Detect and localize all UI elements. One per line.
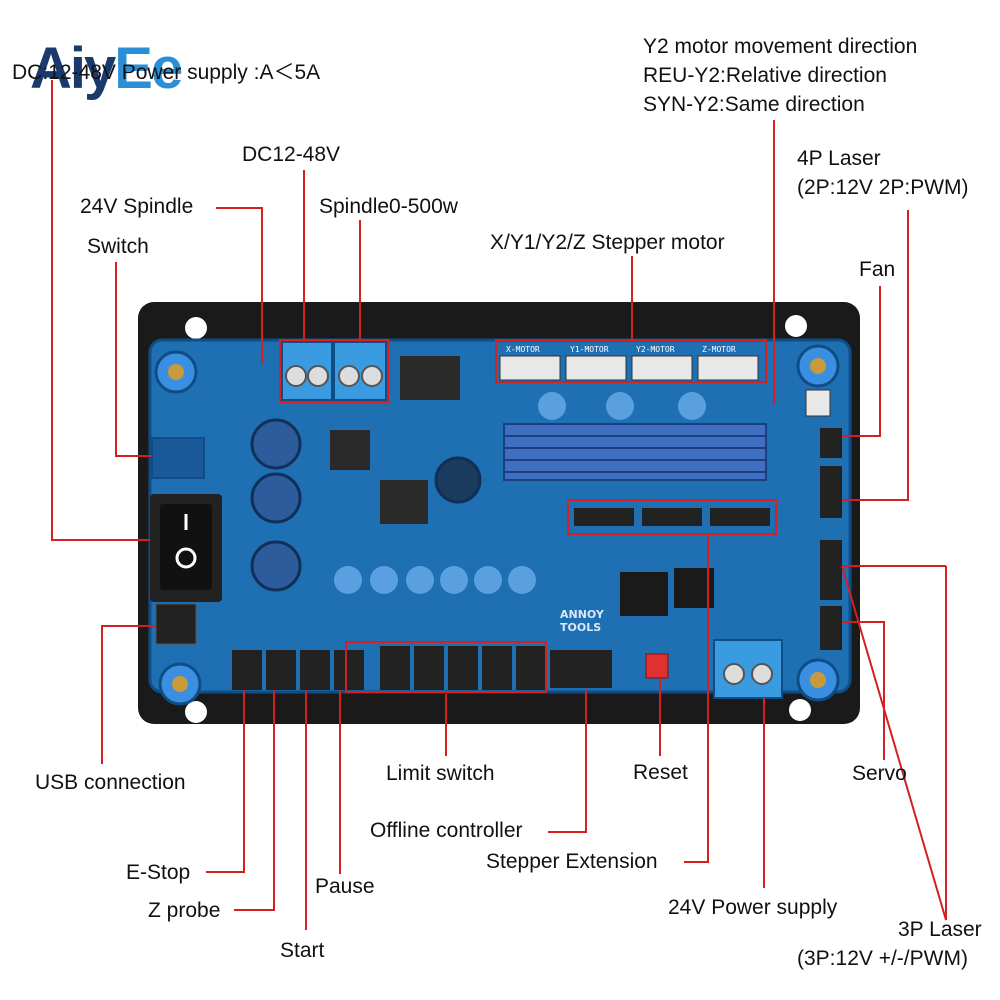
label-pause: Pause: [315, 875, 375, 898]
reset-button: [645, 653, 669, 679]
label-z-probe: Z probe: [148, 899, 221, 922]
mcu-chip: [620, 572, 668, 616]
label-limit-switch: Limit switch: [386, 762, 495, 785]
standoffs: [154, 344, 840, 706]
spindle-switch-block: [151, 437, 205, 479]
bottom-headers: [232, 641, 612, 693]
label-y2-line3: SYN-Y2:Same direction: [643, 93, 865, 116]
brand-logo: AiyEe: [30, 40, 183, 98]
regulator: [380, 480, 428, 524]
label-e-stop: E-Stop: [126, 861, 191, 884]
label-dc12-48v: DC12-48V: [242, 143, 341, 166]
label-24v-power-supply: 24V Power supply: [668, 896, 838, 919]
motor-label-y1: Y1-MOTOR: [570, 345, 609, 354]
dc-terminals: [279, 339, 389, 403]
label-servo: Servo: [852, 762, 907, 785]
heatsink: [503, 423, 767, 481]
leader-lines: [51, 80, 947, 930]
mount-hole: [185, 701, 207, 723]
label-reset: Reset: [633, 761, 688, 784]
mount-hole: [785, 315, 807, 337]
power-24v-terminal: [713, 639, 783, 699]
stepper-motor-connectors: [495, 339, 767, 383]
logo-part1: Aiy: [30, 36, 116, 101]
label-usb-connection: USB connection: [35, 771, 186, 794]
motor-label-y2: Y2-MOTOR: [636, 345, 675, 354]
right-connectors: [805, 389, 842, 650]
usb-port: [155, 603, 197, 645]
label-stepper-motor: X/Y1/Y2/Z Stepper motor: [490, 231, 725, 254]
board-brand-line1: ANNOY: [560, 608, 605, 621]
logo-part2: Ee: [114, 36, 183, 101]
label-start: Start: [280, 939, 325, 962]
label-fan: Fan: [859, 258, 896, 281]
label-4p-laser-line2: (2P:12V 2P:PWM): [797, 176, 969, 199]
label-stepper-extension: Stepper Extension: [486, 850, 658, 873]
motor-label-z: Z-MOTOR: [702, 345, 736, 354]
label-offline-controller: Offline controller: [370, 819, 523, 842]
board-brand-line2: TOOLS: [560, 621, 601, 634]
label-y2-line1: Y2 motor movement direction: [643, 35, 918, 58]
capacitors: [250, 392, 706, 594]
label-4p-laser-line1: 4P Laser: [797, 147, 881, 170]
label-3p-laser-line2: (3P:12V +/-/PWM): [797, 947, 968, 970]
label-spindle-0-500w: Spindle0-500w: [319, 195, 458, 218]
motor-label-x: X-MOTOR: [506, 345, 540, 354]
label-3p-laser-line1: 3P Laser: [898, 918, 982, 941]
label-y2-line2: REU-Y2:Relative direction: [643, 64, 887, 87]
regulator: [400, 356, 460, 400]
mount-hole: [789, 699, 811, 721]
label-24v-spindle: 24V Spindle: [80, 195, 194, 218]
regulator: [330, 430, 370, 470]
stepper-extension-pins: [567, 499, 777, 535]
label-power-supply: DC:12-48V Power supply :A＜5A: [12, 61, 321, 84]
mount-hole: [185, 317, 207, 339]
label-switch: Switch: [87, 235, 149, 258]
